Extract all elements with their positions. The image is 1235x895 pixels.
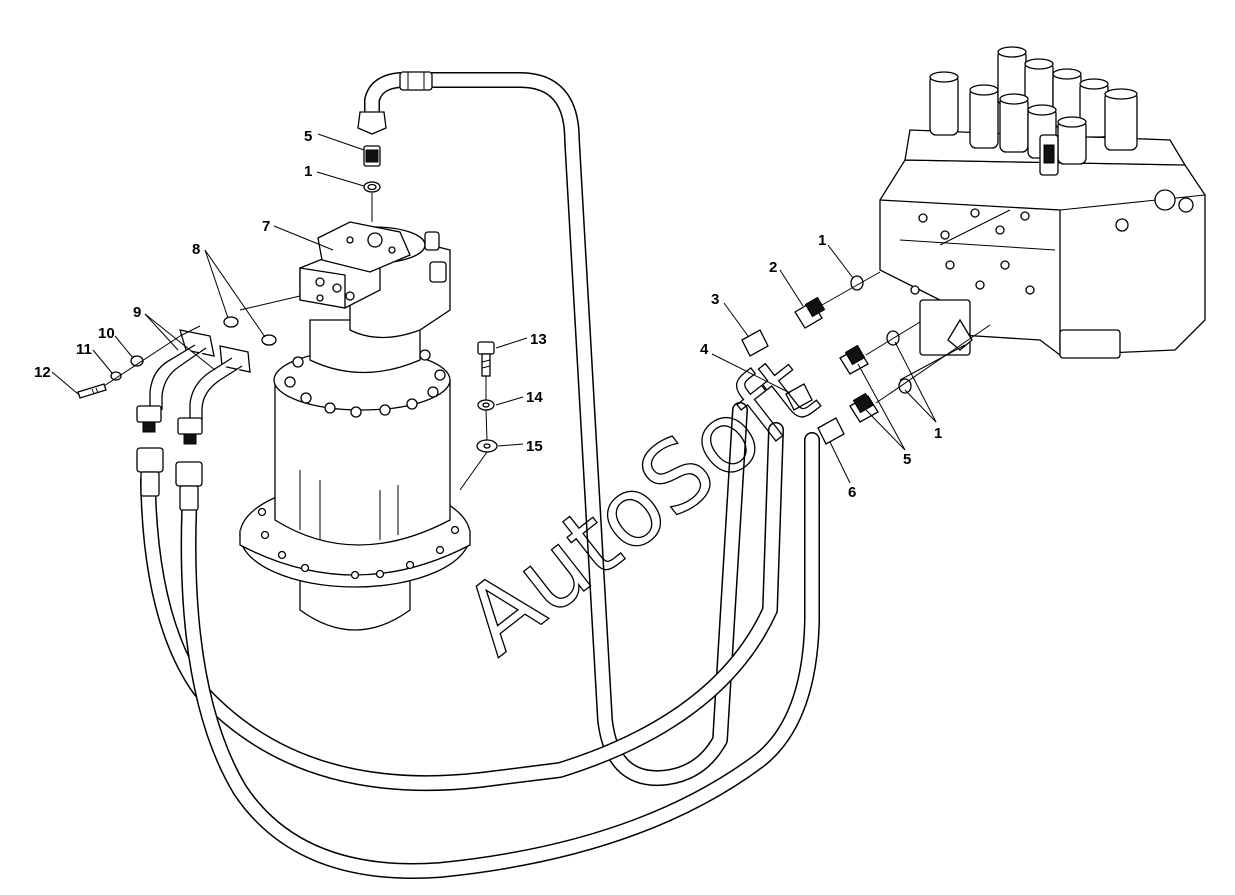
callout-labels: 5 1 7 8 9 10 11 12 13 14 15 1 2 3 4 1 5 … bbox=[34, 128, 942, 501]
bolt-ring bbox=[284, 349, 446, 418]
callout-15: 15 bbox=[526, 438, 543, 455]
callout-13: 13 bbox=[530, 331, 547, 348]
callout-7: 7 bbox=[262, 218, 270, 235]
callout-3: 3 bbox=[711, 291, 719, 308]
callout-14: 14 bbox=[526, 389, 543, 406]
callout-5-right: 5 bbox=[903, 451, 911, 468]
top-fitting-group bbox=[357, 111, 387, 222]
callout-9: 9 bbox=[133, 304, 141, 321]
right-fittings-group bbox=[741, 209, 1011, 445]
callout-6: 6 bbox=[848, 484, 856, 501]
leader-lines bbox=[51, 133, 937, 484]
callout-5-top: 5 bbox=[304, 128, 312, 145]
bolt-head bbox=[477, 341, 495, 355]
callout-10: 10 bbox=[98, 325, 115, 342]
callout-8: 8 bbox=[192, 241, 200, 258]
hose-group bbox=[140, 71, 820, 879]
left-flange-group bbox=[77, 295, 301, 511]
callout-1-top: 1 bbox=[304, 163, 312, 180]
control-valve bbox=[879, 46, 1206, 359]
callout-1-right-top: 1 bbox=[818, 232, 826, 249]
callout-1-right-bottom: 1 bbox=[934, 425, 942, 442]
callout-2: 2 bbox=[769, 259, 777, 276]
callout-12: 12 bbox=[34, 364, 51, 381]
callout-4: 4 bbox=[700, 341, 709, 358]
swing-motor bbox=[239, 221, 498, 631]
hose-collar bbox=[399, 71, 433, 91]
callout-11: 11 bbox=[76, 341, 92, 358]
bolt-shank bbox=[481, 353, 491, 377]
flange-holes bbox=[257, 507, 460, 580]
solenoid-stack bbox=[904, 46, 1187, 176]
